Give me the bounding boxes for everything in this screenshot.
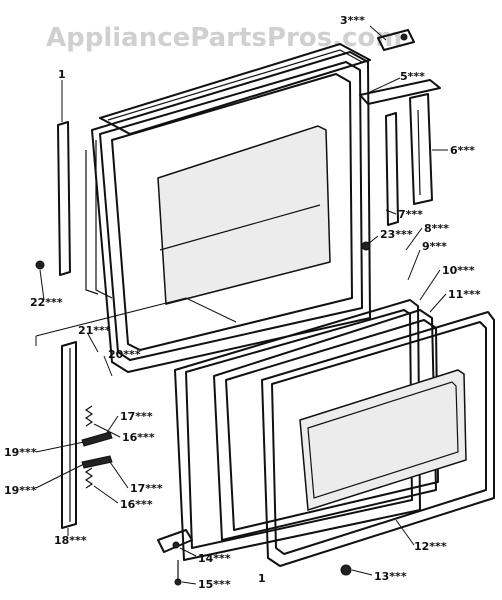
side-strip	[385, 112, 399, 226]
hinge-channel	[61, 341, 77, 529]
callout-17-upper: 17***	[120, 410, 153, 423]
hinge-springs	[81, 405, 113, 489]
callout-21: 21***	[78, 324, 111, 337]
callout-16-upper: 16***	[122, 431, 155, 444]
callout-11: 11***	[448, 288, 481, 301]
callout-23: 23***	[380, 228, 413, 241]
reference-lines	[35, 297, 237, 346]
screw-22-icon	[35, 260, 45, 270]
callout-7: 7***	[398, 208, 423, 221]
hinge-bracket-top	[377, 29, 415, 51]
callout-6: 6***	[450, 144, 475, 157]
top-trim-bar	[99, 43, 371, 135]
left-rod	[35, 121, 71, 276]
outer-door-frame	[85, 51, 371, 373]
bottom-hinge-bracket	[157, 529, 193, 586]
callout-17-lower: 17***	[130, 482, 163, 495]
front-door-panel	[261, 311, 495, 567]
callout-1: 1	[58, 68, 66, 81]
callout-16-lower: 16***	[120, 498, 153, 511]
vent-strip	[359, 79, 441, 105]
diagram-mark: 1	[258, 572, 266, 585]
callout-14: 14***	[198, 552, 231, 565]
callout-12: 12***	[414, 540, 447, 553]
leader-lines	[35, 25, 448, 585]
side-trim	[409, 93, 433, 205]
watermark: AppliancePartsPros.com	[46, 23, 402, 53]
callout-18: 18***	[54, 534, 87, 547]
callout-labels: 1 3*** 5*** 6*** 7*** 8*** 9*** 10*** 11…	[4, 14, 481, 591]
callout-10: 10***	[442, 264, 475, 277]
callout-13: 13***	[374, 570, 407, 583]
callout-5: 5***	[400, 70, 425, 83]
callout-22: 22***	[30, 296, 63, 309]
callout-19-upper: 19***	[4, 446, 37, 459]
callout-19-lower: 19***	[4, 484, 37, 497]
callout-8: 8***	[424, 222, 449, 235]
callout-9: 9***	[422, 240, 447, 253]
callout-3: 3***	[340, 14, 365, 27]
screw-13	[340, 564, 352, 576]
callout-20: 20***	[108, 348, 141, 361]
callout-15: 15***	[198, 578, 231, 591]
